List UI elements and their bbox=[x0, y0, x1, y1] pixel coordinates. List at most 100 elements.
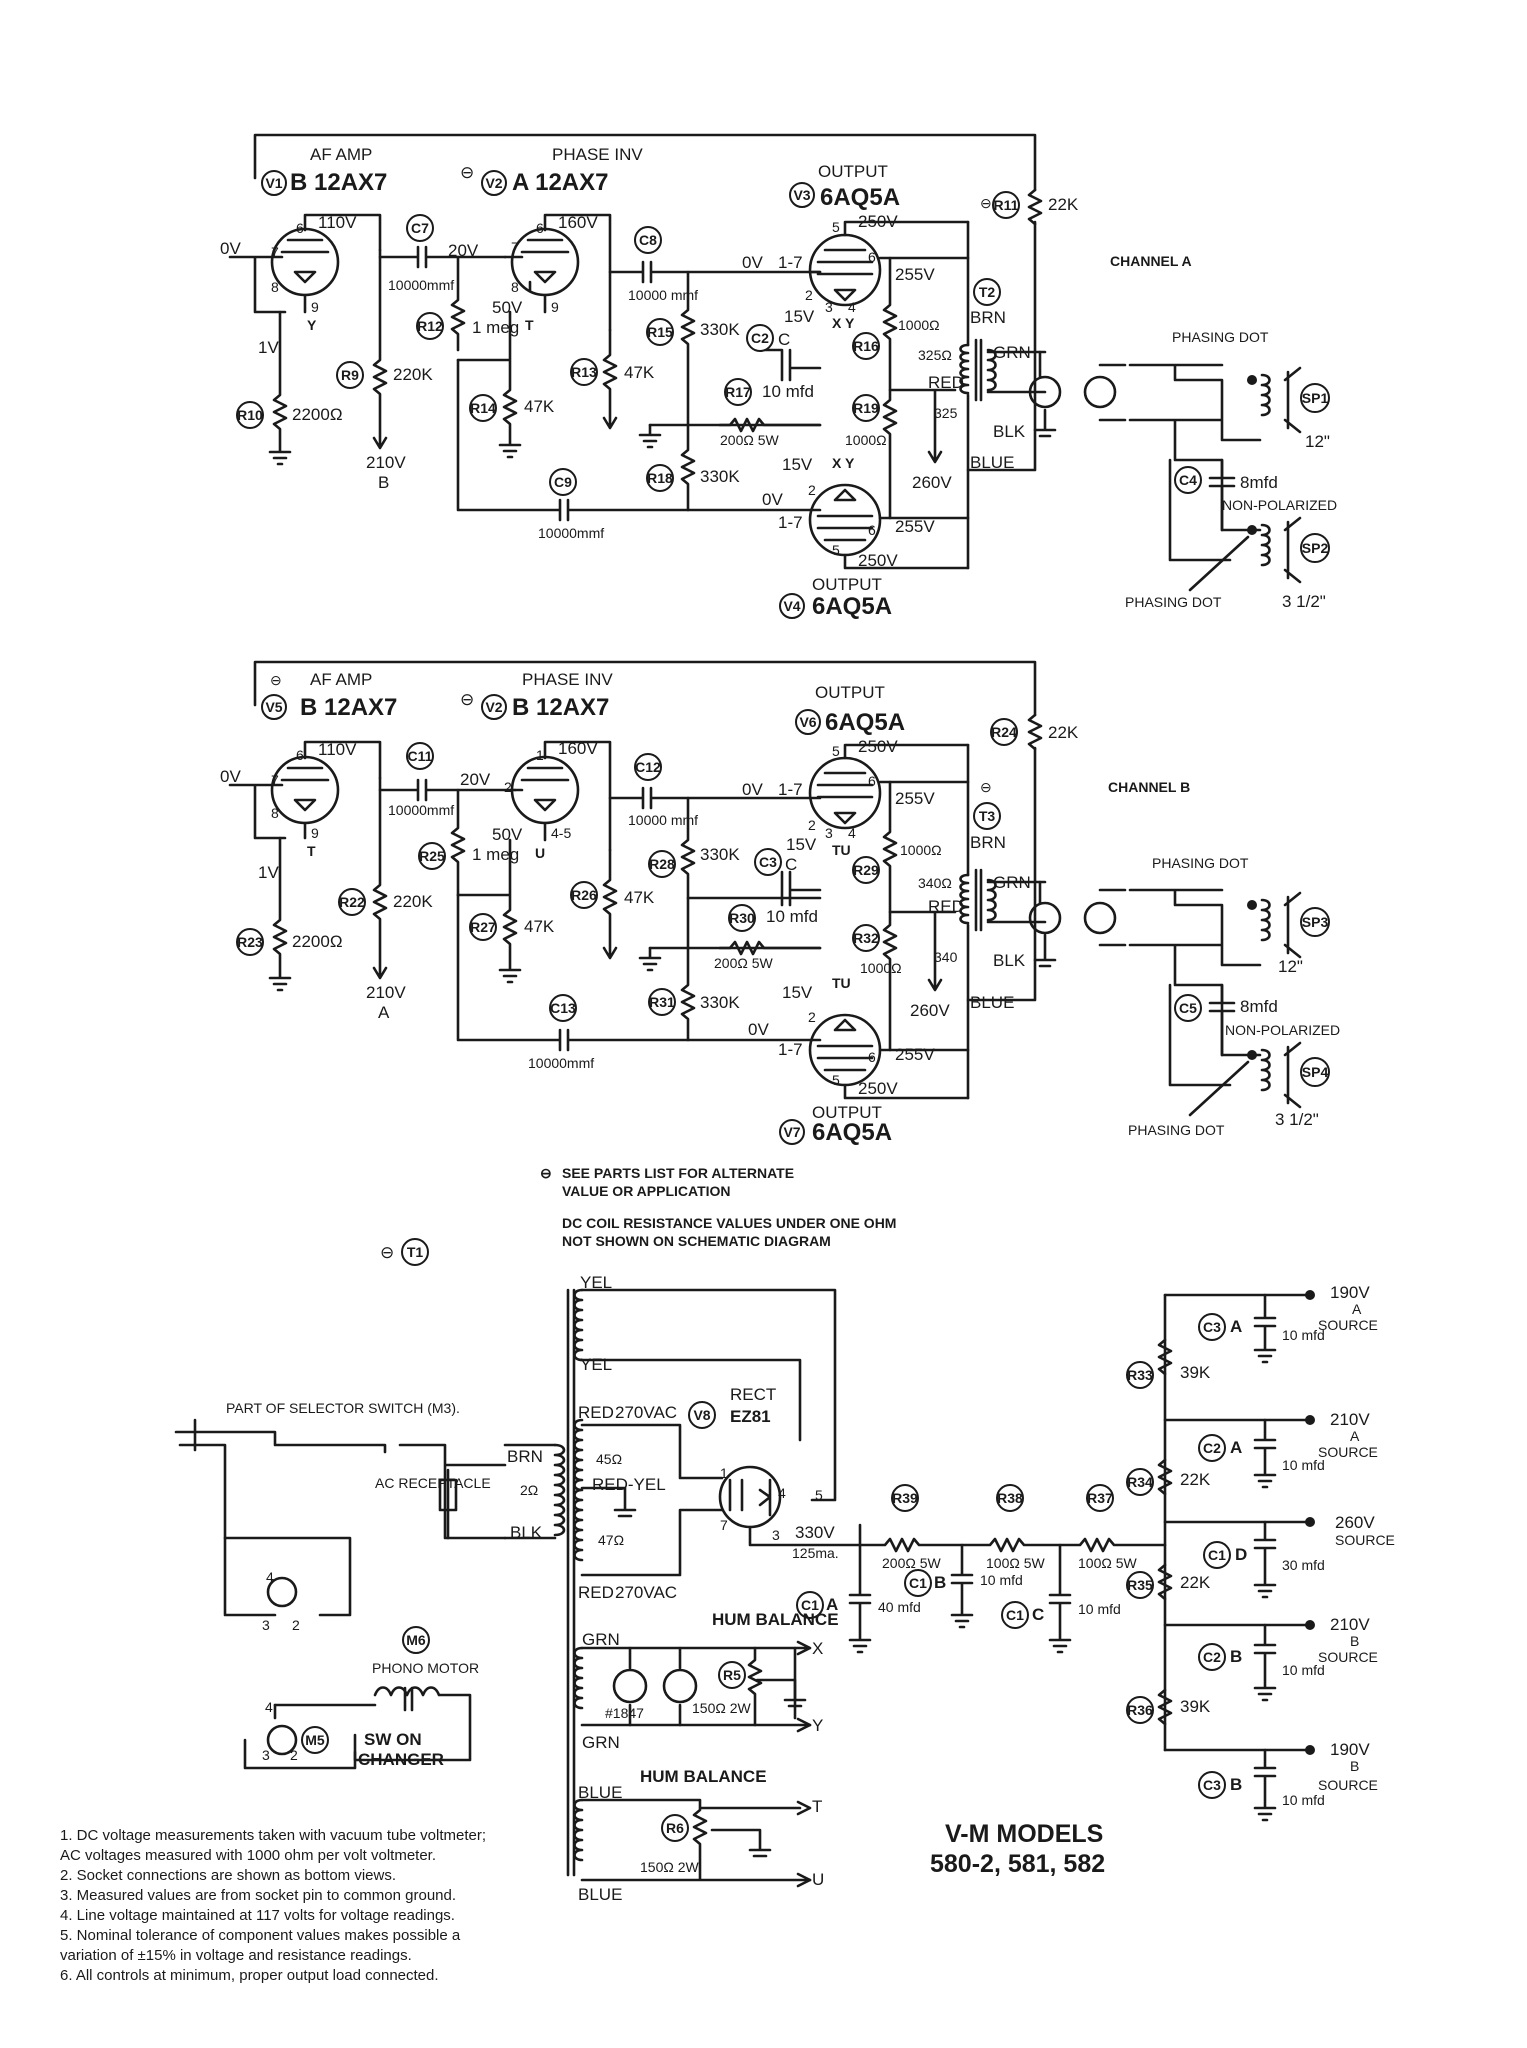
r5-value: 150Ω 2W bbox=[692, 1700, 752, 1716]
r15-value: 330K bbox=[700, 320, 740, 339]
v4-func: OUTPUT bbox=[812, 575, 882, 594]
sp4-size: 3 1/2" bbox=[1275, 1110, 1319, 1129]
r29-ref: R29 bbox=[853, 862, 879, 878]
v1-ref: V1 bbox=[265, 175, 282, 191]
c1b-sec: B bbox=[934, 1573, 946, 1592]
c2-ref: C2 bbox=[751, 330, 769, 346]
r32-ref: R32 bbox=[853, 930, 879, 946]
svg-text:6: 6 bbox=[296, 747, 304, 763]
v2-grid-volt: 20V bbox=[448, 241, 479, 260]
svg-text:4: 4 bbox=[778, 1485, 786, 1501]
ladder-210a-label: SOURCE bbox=[1318, 1444, 1378, 1460]
channel-a-label: CHANNEL A bbox=[1110, 253, 1192, 269]
v6-pin17: 1-7 bbox=[778, 780, 803, 799]
note-coil-2: NOT SHOWN ON SCHEMATIC DIAGRAM bbox=[562, 1233, 831, 1249]
v2b-cathode-volt: 50V bbox=[492, 825, 523, 844]
svg-text:2: 2 bbox=[292, 1617, 300, 1633]
v3-grid-volt: 0V bbox=[742, 253, 763, 272]
title-block: V-M MODELS 580-2, 581, 582 bbox=[930, 1820, 1105, 1878]
t1-yel-2: YEL bbox=[580, 1355, 612, 1374]
r34-ref: R34 bbox=[1127, 1474, 1153, 1490]
m6-ref: M6 bbox=[406, 1632, 426, 1648]
svg-text:4-5: 4-5 bbox=[551, 825, 571, 841]
svg-text:⊖: ⊖ bbox=[980, 779, 992, 795]
ladder-190a-volt: 190V bbox=[1330, 1283, 1370, 1302]
v1-grid-volt: 0V bbox=[220, 239, 241, 258]
sp2-phasing-dot: PHASING DOT bbox=[1125, 594, 1222, 610]
svg-text:⊖: ⊖ bbox=[460, 163, 474, 182]
v2a-plate-volt: 160V bbox=[558, 213, 598, 232]
changer-label: CHANGER bbox=[358, 1750, 444, 1769]
svg-text:1: 1 bbox=[536, 747, 544, 763]
sp1-ref: SP1 bbox=[1302, 390, 1329, 406]
t1-hv-res-1: 45Ω bbox=[596, 1451, 622, 1467]
sp2-size: 3 1/2" bbox=[1282, 592, 1326, 611]
t1-blue-1: BLUE bbox=[578, 1783, 622, 1802]
ladder-c1d-ref: C1 bbox=[1208, 1547, 1226, 1563]
ladder-c2b-sec: B bbox=[1230, 1647, 1242, 1666]
c11-value: 10000mmf bbox=[388, 802, 454, 818]
hum2-out-u: U bbox=[812, 1870, 824, 1889]
svg-text:3: 3 bbox=[825, 299, 833, 315]
r13-value: 47K bbox=[624, 363, 655, 382]
svg-text:⊖: ⊖ bbox=[540, 1165, 552, 1181]
v7-type: 6AQ5A bbox=[812, 1119, 892, 1146]
t2-blk: BLK bbox=[993, 422, 1026, 441]
t2-res-bot: 325 bbox=[934, 405, 958, 421]
r16-ref: R16 bbox=[853, 338, 879, 354]
svg-text:7: 7 bbox=[720, 1517, 728, 1533]
c1b-ref: C1 bbox=[909, 1575, 927, 1591]
c1a-value: 40 mfd bbox=[878, 1599, 921, 1615]
sp1-size: 12" bbox=[1305, 432, 1330, 451]
r23-value: 2200Ω bbox=[292, 932, 343, 951]
r9-supply-volt: 210V bbox=[366, 453, 406, 472]
svg-text:4: 4 bbox=[848, 825, 856, 841]
r22-ref: R22 bbox=[339, 894, 365, 910]
rect-label: RECT bbox=[730, 1385, 776, 1404]
r15-ref: R15 bbox=[647, 324, 673, 340]
svg-text:7: 7 bbox=[511, 239, 519, 255]
r37-ref: R37 bbox=[1087, 1490, 1113, 1506]
ladder-210b-volt: 210V bbox=[1330, 1615, 1370, 1634]
v7-grid-volt: 0V bbox=[748, 1020, 769, 1039]
c7-ref: C7 bbox=[411, 220, 429, 236]
c1c-value: 10 mfd bbox=[1078, 1601, 1121, 1617]
pilot-lamp-label: #1847 bbox=[605, 1705, 644, 1721]
svg-text:6: 6 bbox=[868, 1049, 876, 1065]
r22-supply-a: A bbox=[378, 1003, 390, 1022]
r12-ref: R12 bbox=[417, 318, 443, 334]
ladder-190b-label: SOURCE bbox=[1318, 1777, 1378, 1793]
ac-receptacle-label: AC RECEPTACLE bbox=[375, 1475, 491, 1491]
ladder-c2b-ref: C2 bbox=[1203, 1649, 1221, 1665]
r33-value: 39K bbox=[1180, 1363, 1211, 1382]
svg-text:4: 4 bbox=[266, 1569, 274, 1585]
v5-cathode-volt: 1V bbox=[258, 863, 279, 882]
v5-ref: V5 bbox=[265, 699, 282, 715]
r9-value: 220K bbox=[393, 365, 433, 384]
schematic-notes: ⊖ SEE PARTS LIST FOR ALTERNATE VALUE OR … bbox=[540, 1165, 896, 1249]
v3-type: 6AQ5A bbox=[820, 184, 900, 211]
hum1-out-x: X bbox=[812, 1639, 823, 1658]
tube-v3 bbox=[808, 233, 882, 307]
c7-value: 10000mmf bbox=[388, 277, 454, 293]
r17-value: 10 mfd bbox=[762, 382, 814, 401]
svg-text:9: 9 bbox=[311, 299, 319, 315]
ladder-c3a-sec: A bbox=[1230, 1317, 1242, 1336]
t3-grn: GRN bbox=[993, 873, 1031, 892]
svg-text:Y: Y bbox=[307, 317, 317, 333]
footnote-6: 6. All controls at minimum, proper outpu… bbox=[60, 1967, 439, 1984]
c9-ref: C9 bbox=[554, 474, 572, 490]
power-supply: ⊖ T1 PART OF SELECTOR SWITCH (M3). AC RE… bbox=[174, 1238, 1395, 1904]
r30-rating: 200Ω 5W bbox=[714, 955, 774, 971]
ladder-210a-volt: 210V bbox=[1330, 1410, 1370, 1429]
v2b-func: PHASE INV bbox=[522, 670, 613, 689]
ladder-c3b-value: 10 mfd bbox=[1282, 1792, 1325, 1808]
v2a-cathode-volt: 50V bbox=[492, 298, 523, 317]
svg-text:2: 2 bbox=[808, 1009, 816, 1025]
channel-b-label: CHANNEL B bbox=[1108, 779, 1190, 795]
svg-text:2: 2 bbox=[808, 817, 816, 833]
r24-ref: R24 bbox=[991, 724, 1017, 740]
phono-motor-label: PHONO MOTOR bbox=[372, 1660, 479, 1676]
r35-value: 22K bbox=[1180, 1573, 1211, 1592]
